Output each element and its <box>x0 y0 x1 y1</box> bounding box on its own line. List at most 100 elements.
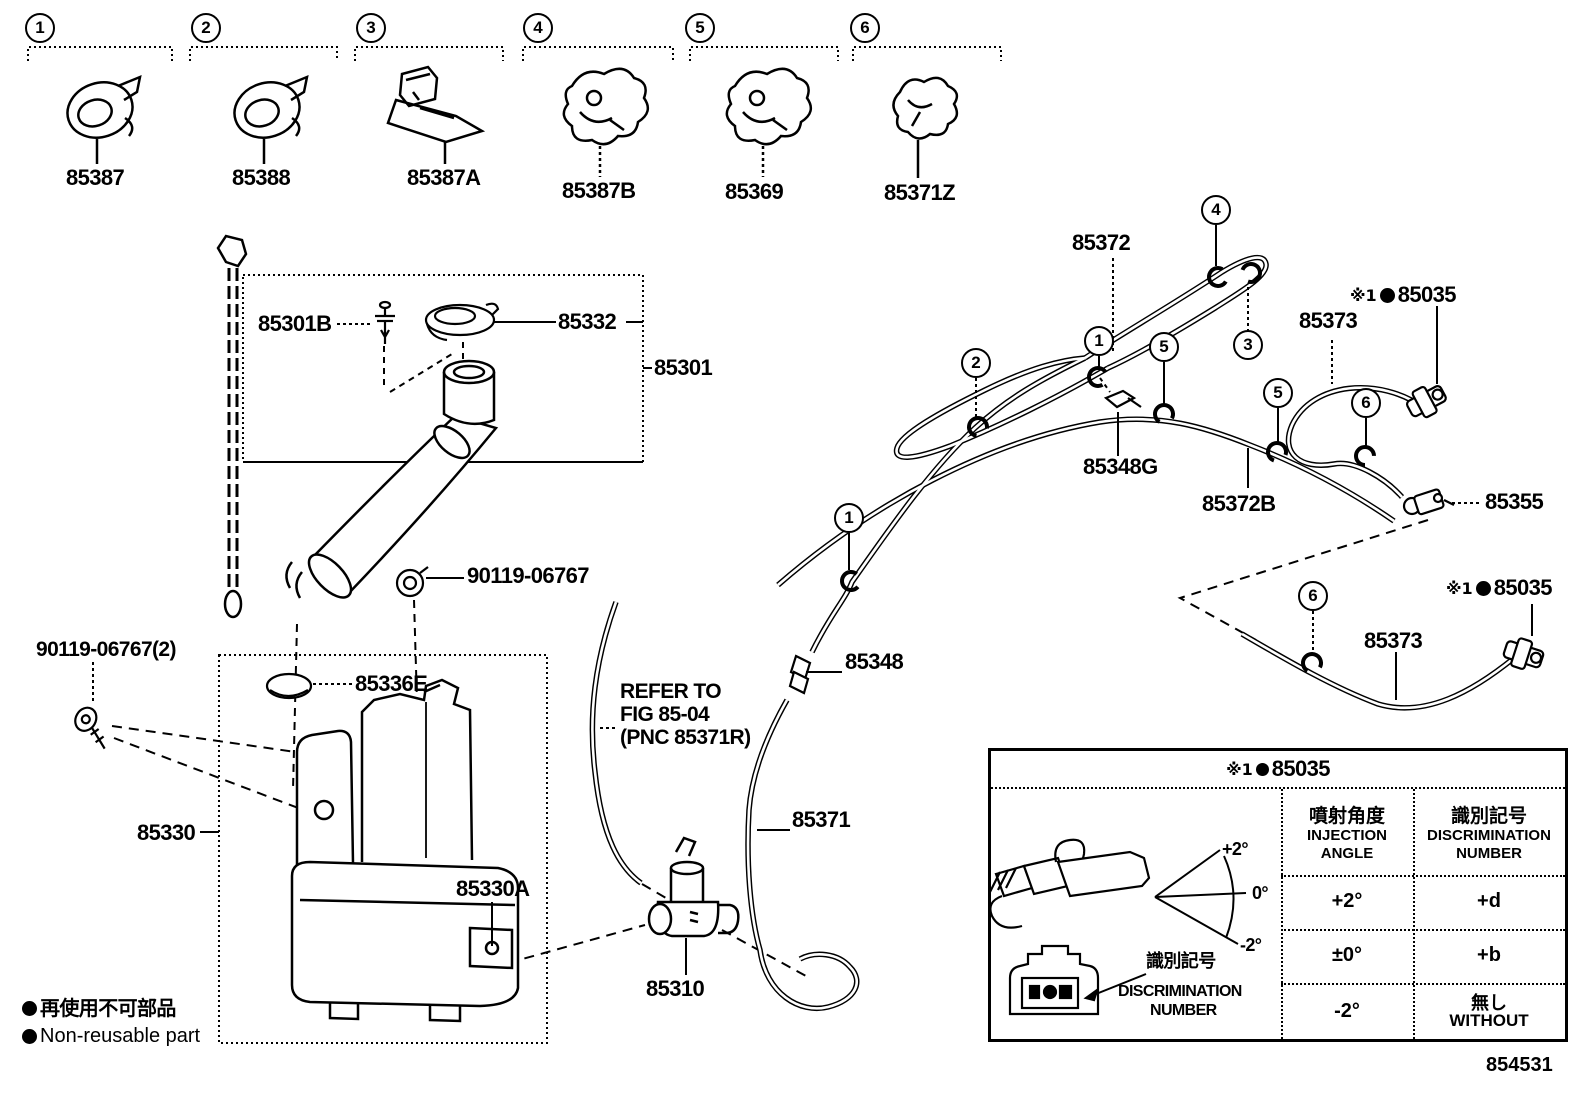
legend-callout-4: 4 <box>523 13 553 43</box>
angle-label-zero: 0° <box>1252 883 1269 903</box>
table-divider-1 <box>1281 789 1283 1039</box>
ref-mark-upper: ※1 <box>1350 285 1377 305</box>
washer-hoses <box>592 258 1514 1009</box>
part-label-85387B: 85387B <box>562 178 636 203</box>
refer-note-line3: (PNC 85371R) <box>620 726 751 749</box>
part-label-85336E: 85336E <box>355 671 428 696</box>
part-label-85369: 85369 <box>725 179 784 204</box>
ref-85035-lower: ※1 85035 <box>1446 575 1552 601</box>
clip-art-4 <box>562 67 650 177</box>
part-label-90119-06767: 90119-06767 <box>467 563 589 588</box>
part-label-85387A: 85387A <box>407 165 481 190</box>
part-label-85330A: 85330A <box>456 876 530 901</box>
non-reusable-dot-icon <box>22 1029 37 1044</box>
part-label-85332: 85332 <box>558 309 617 334</box>
washer-pump-art <box>647 836 740 938</box>
washer-tank-art <box>290 678 520 1023</box>
part-label-85330: 85330 <box>137 820 196 845</box>
mark-cell-row2: +b <box>1477 944 1501 966</box>
mark-cell-row1: +d <box>1477 890 1501 912</box>
table-callout-en2: NUMBER <box>1150 1002 1217 1019</box>
legend-callout-6: 6 <box>850 13 880 43</box>
angle-label-minus2: -2° <box>1240 935 1262 955</box>
callout-1-right: 1 <box>1084 326 1114 356</box>
part-label-85387: 85387 <box>66 165 125 190</box>
part-label-85372: 85372 <box>1072 230 1131 255</box>
footnote-en-row: Non-reusable part <box>22 1026 200 1047</box>
part-label-85310: 85310 <box>646 976 705 1001</box>
legend-callout-1: 1 <box>25 13 55 43</box>
part-label-85348: 85348 <box>845 649 904 674</box>
washer-nozzle-85355-icon <box>1402 488 1455 516</box>
ref-85035-upper: ※1 85035 <box>1350 282 1456 308</box>
angle-cell-row3: -2° <box>1334 1000 1360 1022</box>
ref-mark-lower: ※1 <box>1446 578 1473 598</box>
clip-art-3 <box>386 65 486 164</box>
joint-clamp-art <box>788 385 1545 695</box>
part-label-85388: 85388 <box>232 165 291 190</box>
non-reusable-dot-icon <box>1379 287 1395 303</box>
part-label-85348G: 85348G <box>1083 454 1158 479</box>
hose-clamp-85035-upper-icon <box>1405 385 1447 419</box>
angle-cell-row2: ±0° <box>1331 944 1363 966</box>
footnote-jp-row: 再使用不可部品 <box>22 998 176 1019</box>
refer-note-line1: REFER TO <box>620 680 722 703</box>
mark-cell-row3-jp: 無し <box>1471 993 1507 1013</box>
callout-5-a: 5 <box>1149 332 1179 362</box>
table-rowline-1 <box>1281 875 1565 877</box>
table-rowline-2 <box>1281 929 1565 931</box>
callout-3: 3 <box>1233 330 1263 360</box>
hose-clamp-85035-lower-icon <box>1502 637 1545 670</box>
callout-6-b: 6 <box>1298 581 1328 611</box>
table-rowline-3 <box>1281 983 1565 985</box>
non-reusable-dot-icon <box>1255 762 1269 776</box>
part-label-85301: 85301 <box>654 355 713 380</box>
part-label-85372B: 85372B <box>1202 491 1276 516</box>
table-ref-mark: ※1 <box>1226 759 1253 779</box>
figure-number: 854531 <box>1486 1054 1553 1076</box>
footnote-jp-text: 再使用不可部品 <box>40 996 176 1020</box>
col-header-mark-jp: 識別記号 <box>1450 805 1527 827</box>
callout-6-a: 6 <box>1351 388 1381 418</box>
table-divider-2 <box>1413 789 1415 1039</box>
angle-label-plus2: +2° <box>1222 839 1249 859</box>
table-nozzle-diagram <box>989 838 1247 1016</box>
part-label-85035-upper: 85035 <box>1397 282 1457 307</box>
footnote-en-text: Non-reusable part <box>40 1025 201 1047</box>
table-title: ※1 85035 <box>991 751 1565 789</box>
legend-callout-3: 3 <box>356 13 386 43</box>
col-header-mark-en2: NUMBER <box>1456 845 1522 862</box>
table-callout-jp: 識別記号 <box>1146 951 1216 972</box>
non-reusable-dot-icon <box>1475 580 1491 596</box>
part-label-85371: 85371 <box>792 807 851 832</box>
part-label-85373-upper: 85373 <box>1299 308 1358 333</box>
leader-lines-solid <box>200 225 1533 975</box>
part-label-85373-lower: 85373 <box>1364 628 1423 653</box>
part-label-85035-lower: 85035 <box>1493 575 1553 600</box>
col-header-angle-en2: ANGLE <box>1320 845 1374 862</box>
legend-callout-2: 2 <box>191 13 221 43</box>
callout-4: 4 <box>1201 195 1231 225</box>
discrimination-table: ※1 85035 噴射角度 INJECTION ANGLE 識別記号 DISCR… <box>988 748 1568 1042</box>
legend-brackets <box>27 46 1002 61</box>
table-callout-en1: DISCRIMINATION <box>1118 983 1242 1000</box>
clip-art-6 <box>892 76 959 178</box>
clip-art-2 <box>226 72 309 166</box>
callout-5-b: 5 <box>1263 378 1293 408</box>
non-reusable-dot-icon <box>22 1001 37 1016</box>
part-label-85301B: 85301B <box>258 311 332 336</box>
callout-1-left: 1 <box>834 503 864 533</box>
refer-note-line2: FIG 85-04 <box>620 703 710 726</box>
install-dashed-lines <box>111 342 1429 977</box>
col-header-angle-en1: INJECTION <box>1306 827 1387 844</box>
part-label-85355: 85355 <box>1485 489 1544 514</box>
hanger-strap-art <box>216 234 248 619</box>
col-header-angle-jp: 噴射角度 <box>1308 805 1385 827</box>
mark-cell-row3-en: WITHOUT <box>1449 1011 1529 1030</box>
part-label-85371Z: 85371Z <box>884 180 956 205</box>
table-part-85035: 85035 <box>1271 756 1331 781</box>
col-header-mark-en1: DISCRIMINATION <box>1427 827 1551 844</box>
angle-cell-row1: +2° <box>1331 890 1363 912</box>
